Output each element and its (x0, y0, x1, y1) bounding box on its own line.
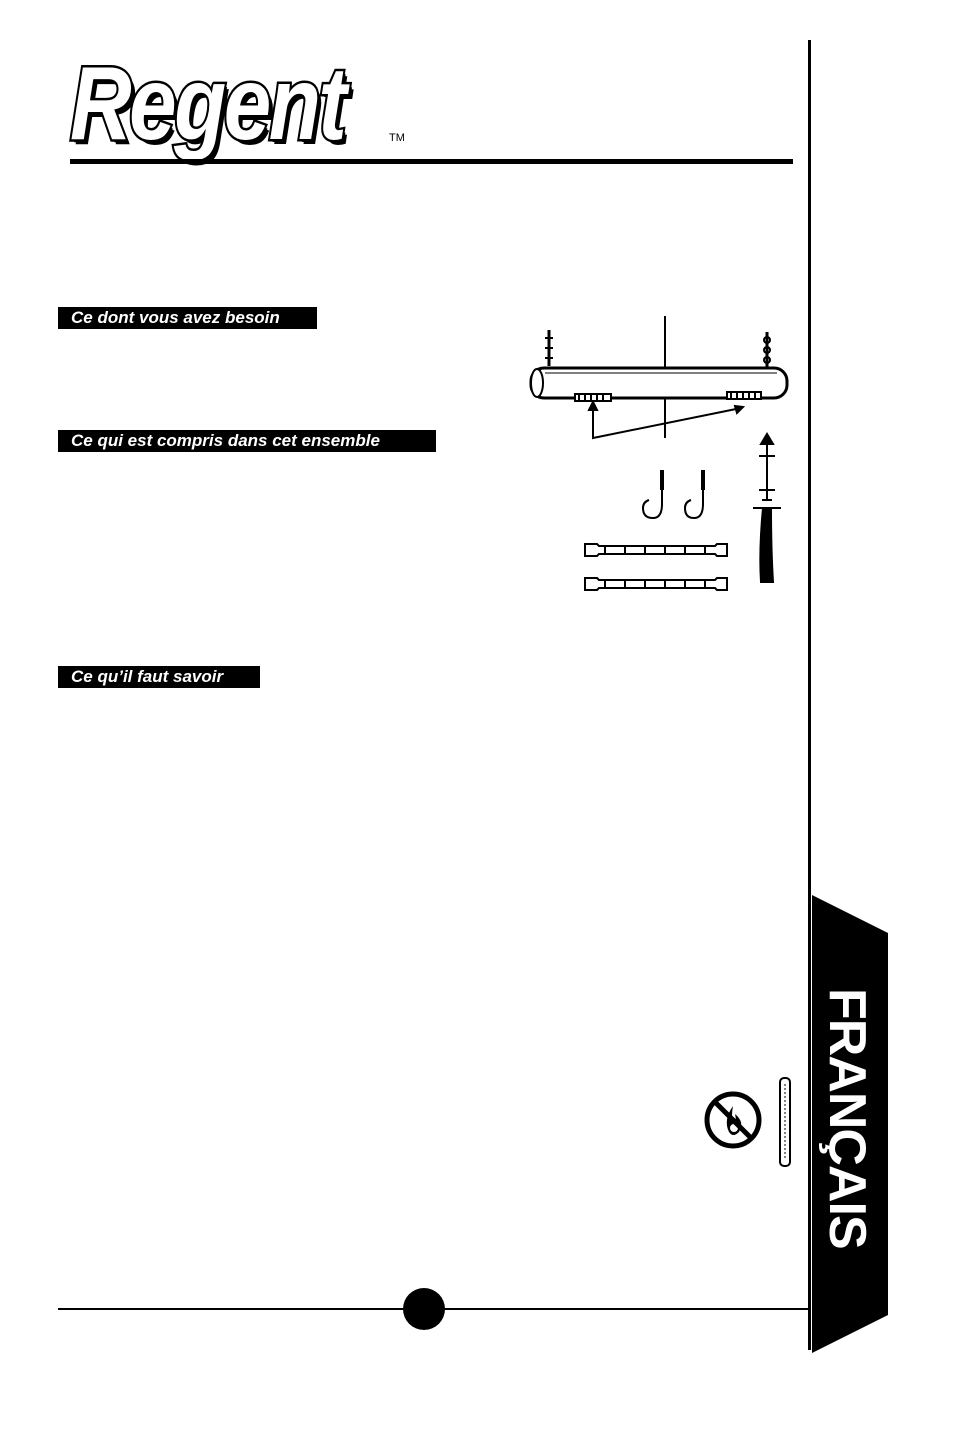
language-tab-label: FRANÇAIS (818, 988, 876, 1249)
page-marker-dot (403, 1288, 445, 1330)
screw-hook-icon (641, 470, 705, 520)
brand-name: Regent (68, 46, 349, 162)
brand-logo: Regent TM (62, 40, 405, 165)
section-heading-whats-included: Ce qui est compris dans cet ensemble (58, 430, 436, 452)
language-tab (812, 895, 888, 1353)
margin-rule (808, 40, 811, 1350)
hanging-chain-icon (753, 432, 781, 583)
header-divider (70, 159, 793, 164)
heating-element-strip-icon (779, 1077, 791, 1167)
heating-element-icon (584, 543, 728, 591)
section-heading-what-you-need: Ce dont vous avez besoin (58, 307, 317, 329)
trademark-mark: TM (389, 132, 405, 144)
parts-illustration (529, 316, 789, 591)
heater-illustration (529, 316, 789, 440)
section-heading-what-to-know: Ce qu’il faut savoir (58, 666, 260, 688)
no-flame-icon (704, 1091, 762, 1149)
